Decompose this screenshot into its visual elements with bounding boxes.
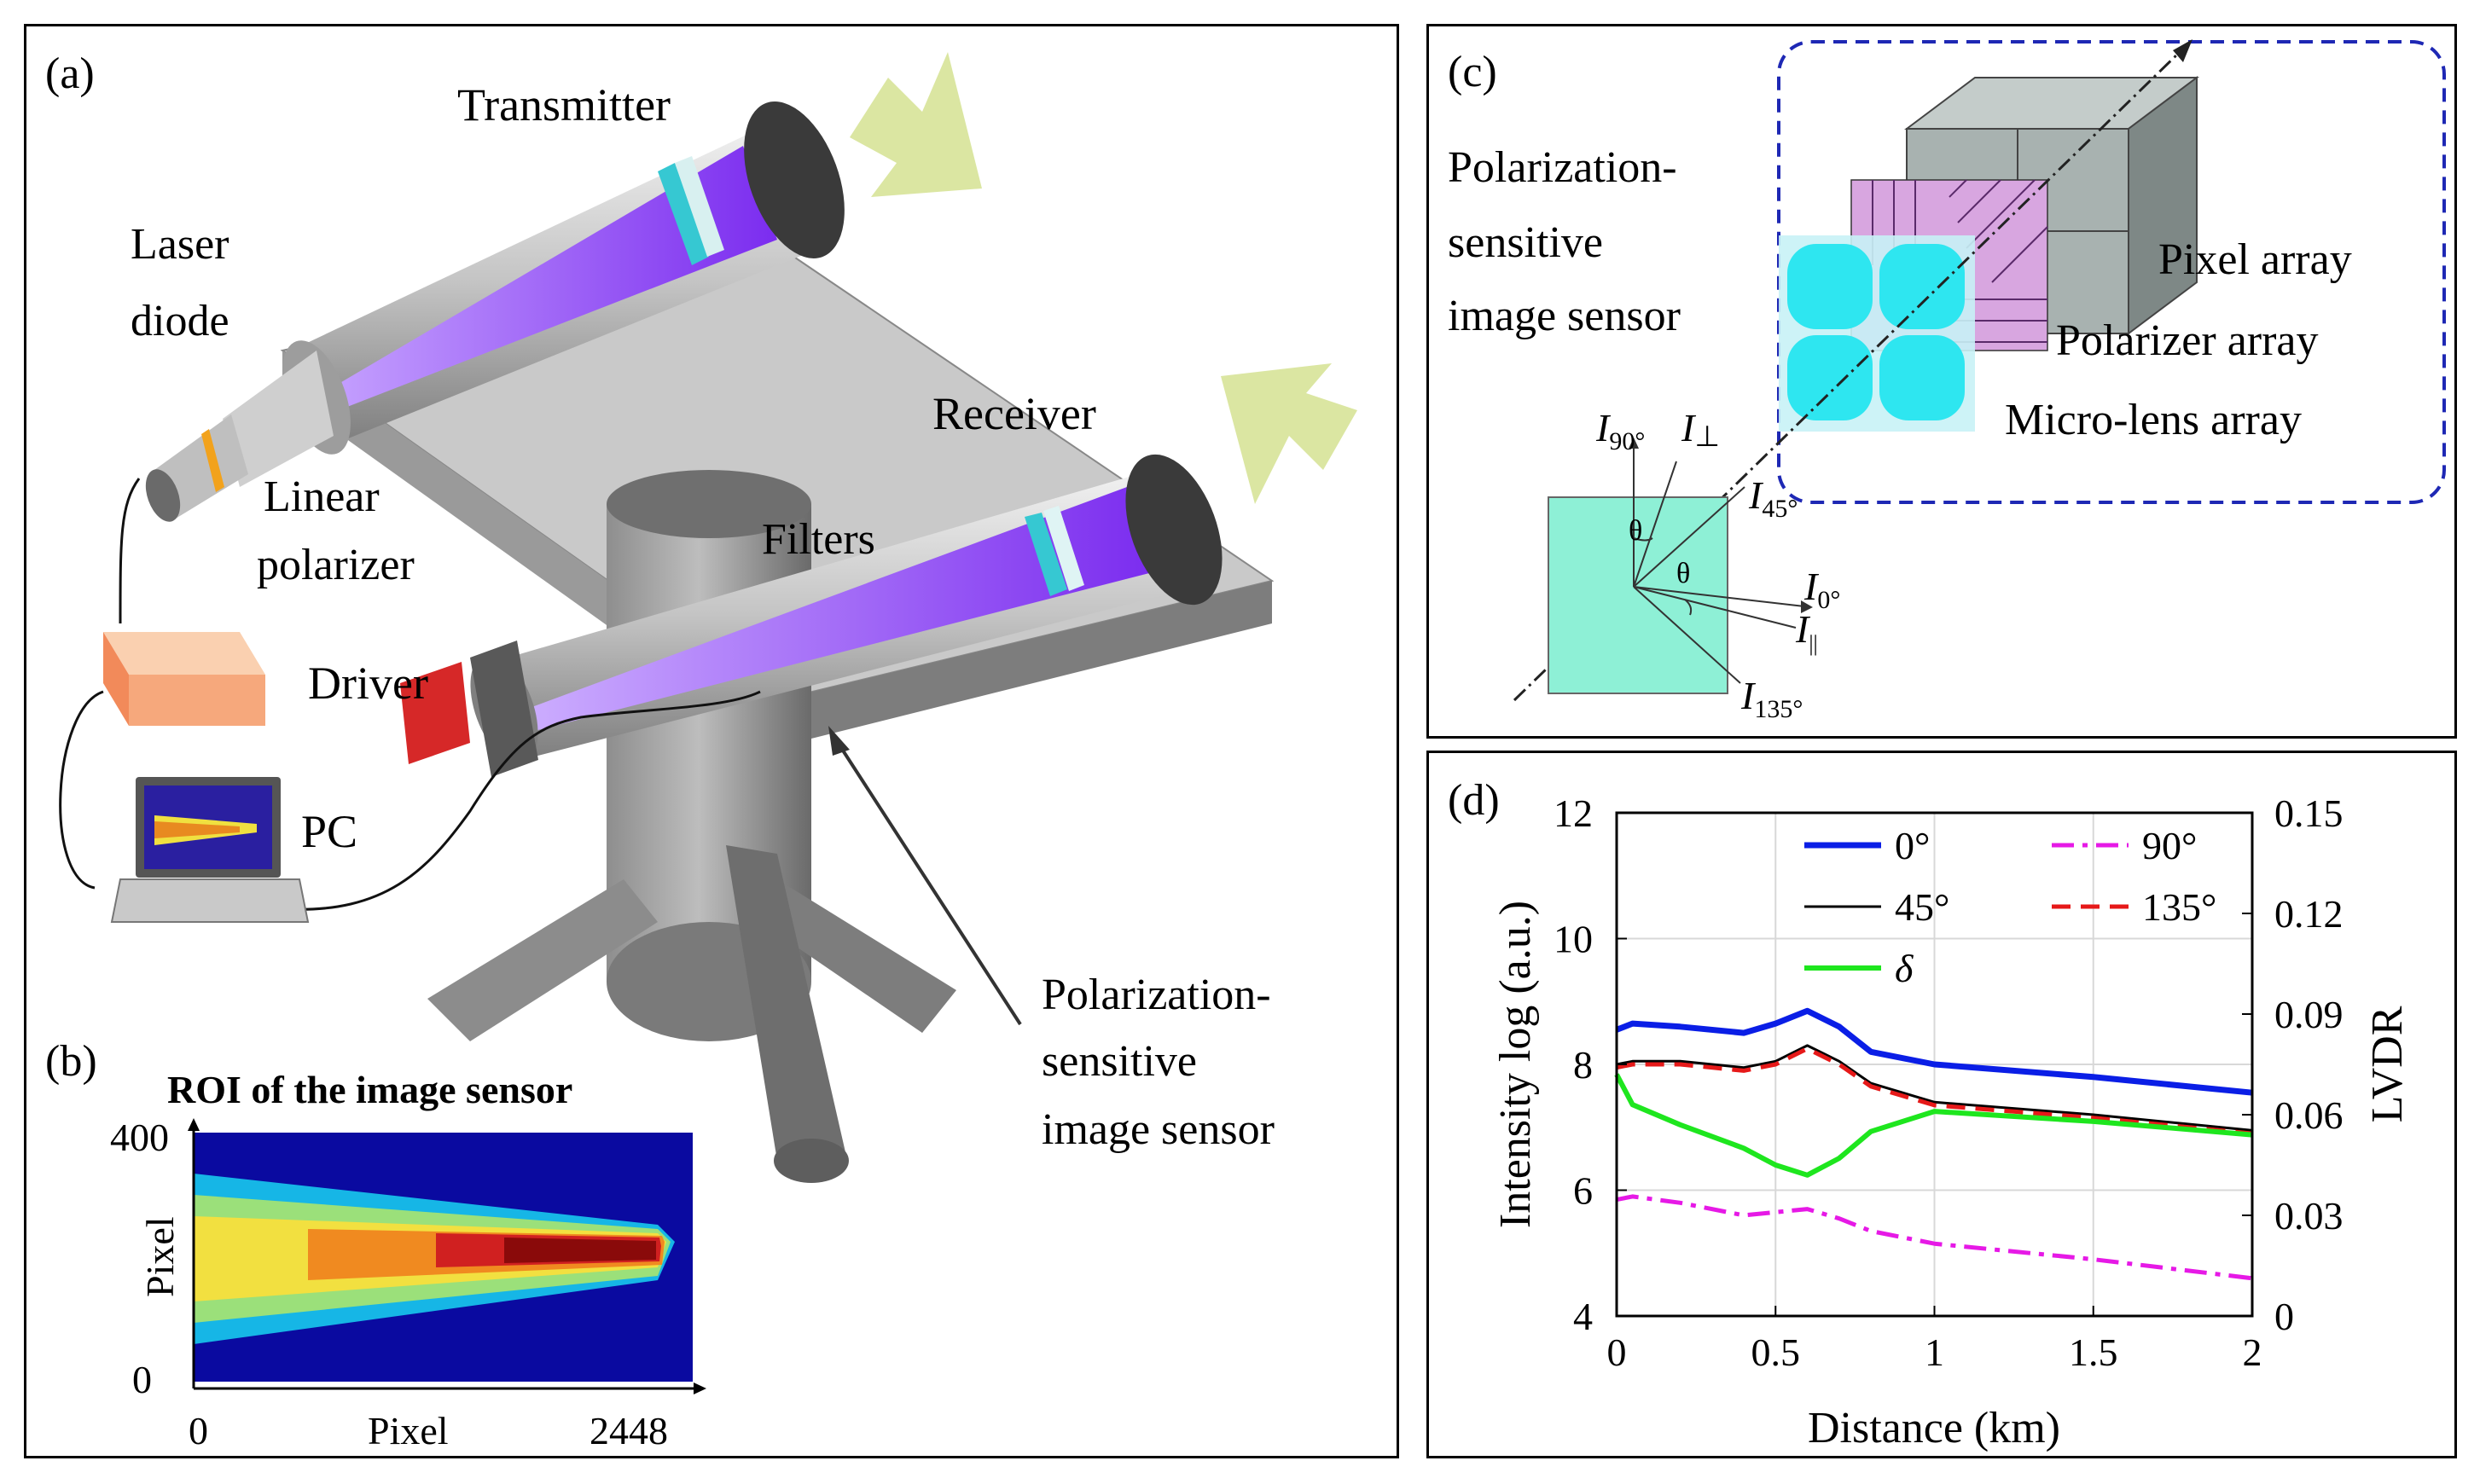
- legend-label: 0°: [1895, 824, 1930, 867]
- sensor-pointer-arrow: [833, 737, 1022, 1026]
- tripod-leg: [726, 845, 845, 1161]
- label-pc: PC: [301, 806, 357, 857]
- label-ipar: I||: [1795, 607, 1818, 656]
- filters: [470, 641, 538, 777]
- series-line-4: [1614, 1073, 2253, 1178]
- c-sensor-line-1: Polarization-: [1448, 143, 1677, 192]
- tripod-leg: [427, 879, 658, 1041]
- panel-c-label: (c): [1448, 48, 1497, 96]
- image-sensor-block: [400, 662, 470, 764]
- label-polarizer: polarizer: [257, 541, 415, 589]
- outgoing-arrow: [850, 52, 982, 197]
- incoming-arrow: [1221, 363, 1357, 504]
- roi-heatmap: [194, 1133, 693, 1382]
- label-sensor-1: Polarization-: [1042, 971, 1271, 1019]
- transmitter-beam: [308, 146, 777, 419]
- y-tick-label: 8: [1573, 1043, 1593, 1087]
- y-tick-label: 10: [1554, 918, 1593, 961]
- label-transmitter: Transmitter: [457, 79, 671, 130]
- y2-tick-label: 0.06: [2274, 1093, 2344, 1137]
- theta-label-2: θ: [1676, 558, 1690, 589]
- panel-b-label: (b): [45, 1037, 97, 1086]
- linear-polarizer-ring: [201, 429, 224, 492]
- x-tick-label: 2: [2243, 1330, 2262, 1374]
- y2-tick-label: 0.03: [2274, 1194, 2344, 1238]
- chart-x-label: Distance (km): [1808, 1404, 2060, 1452]
- transmitter-telescope: [145, 101, 845, 522]
- series-line-2: [1616, 1044, 2253, 1132]
- label-sensor-2: sensitive: [1042, 1037, 1197, 1086]
- intensity-chart: (d) 0 0.5 1 1.5 2 4 6 8 10 12 0 0.03 0.06 0.09 0.12 0.1…: [1448, 776, 2412, 1452]
- label-i135: I135°: [1740, 674, 1803, 723]
- label-sensor-3: image sensor: [1042, 1105, 1275, 1154]
- y-tick-label: 4: [1573, 1295, 1593, 1338]
- roi-x-label: Pixel: [368, 1409, 449, 1452]
- chart-y-label: Intensity log (a.u.): [1491, 901, 1540, 1228]
- legend-label: 90°: [2142, 824, 2197, 867]
- roi-y-tick-top: 400: [110, 1116, 169, 1159]
- label-pixel-array: Pixel array: [2158, 235, 2352, 284]
- panel-a: (a): [24, 24, 1399, 1458]
- y-tick-label: 12: [1554, 791, 1593, 835]
- label-polarizer-array: Polarizer array: [2056, 316, 2318, 365]
- roi-x-tick-right: 2448: [590, 1409, 668, 1452]
- label-i0: I0°: [1803, 565, 1840, 614]
- label-filters: Filters: [762, 515, 875, 564]
- panel-c: (c) θ θ: [1426, 24, 2457, 739]
- label-diode: diode: [131, 297, 229, 345]
- c-sensor-line-2: sensitive: [1448, 218, 1603, 267]
- sensor-cable: [286, 690, 761, 911]
- y2-tick-label: 0: [2274, 1295, 2294, 1338]
- roi-title: ROI of the image sensor: [167, 1068, 572, 1111]
- y2-tick-label: 0.15: [2274, 791, 2344, 835]
- microlens-array: [1779, 235, 1975, 432]
- panel-d-label: (d): [1448, 776, 1500, 825]
- label-linear: Linear: [264, 472, 380, 521]
- table-edge: [777, 581, 1272, 747]
- receiver-telescope: [400, 454, 1223, 777]
- panel-a-label: (a): [45, 49, 95, 98]
- label-driver: Driver: [308, 658, 428, 709]
- laser-cable: [119, 478, 141, 624]
- legend-label: 45°: [1895, 885, 1949, 929]
- x-tick-label: 1.5: [2069, 1330, 2118, 1374]
- chart-y2-label: LVDR: [2363, 1006, 2412, 1122]
- x-tick-label: 0.5: [1751, 1330, 1801, 1374]
- roi-x-tick-left: 0: [189, 1409, 208, 1452]
- series-line-1: [1616, 1194, 2253, 1281]
- label-laser: Laser: [131, 220, 229, 269]
- label-i45: I45°: [1748, 473, 1798, 523]
- series-line-0: [1615, 1007, 2253, 1096]
- roi-y-label: Pixel: [138, 1216, 182, 1297]
- sensor-dashed-box: [1777, 40, 2446, 504]
- y2-tick-label: 0.12: [2274, 892, 2344, 936]
- y-tick-label: 6: [1573, 1169, 1593, 1213]
- pc-cable: [59, 690, 104, 890]
- y2-tick-label: 0.09: [2274, 993, 2344, 1036]
- legend-label: 135°: [2142, 885, 2216, 929]
- x-tick-label: 1: [1925, 1330, 1944, 1374]
- series-line-3: [1616, 1046, 2253, 1136]
- x-tick-label: 0: [1607, 1330, 1627, 1374]
- panel-d: (d) 0 0.5 1 1.5 2 4 6 8 10 12 0 0.03 0.06 0.09 0.12 0.1…: [1426, 751, 2457, 1458]
- c-sensor-line-3: image sensor: [1448, 292, 1681, 340]
- legend-label: δ: [1895, 947, 1914, 990]
- label-microlens-array: Micro-lens array: [2005, 396, 2302, 444]
- label-i90: I90°: [1595, 406, 1645, 455]
- setup-illustration: (a): [45, 49, 1357, 1452]
- label-iperp: I⊥: [1681, 406, 1720, 453]
- tripod-leg: [760, 879, 956, 1033]
- driver-box: [103, 632, 265, 726]
- label-receiver: Receiver: [932, 388, 1096, 439]
- roi-y-tick-bottom: 0: [132, 1358, 152, 1401]
- theta-label-1: θ: [1629, 515, 1642, 547]
- pc-laptop: [110, 777, 310, 923]
- receiver-beam: [504, 487, 1153, 734]
- sensor-diagram: (c) θ θ: [1448, 39, 2446, 723]
